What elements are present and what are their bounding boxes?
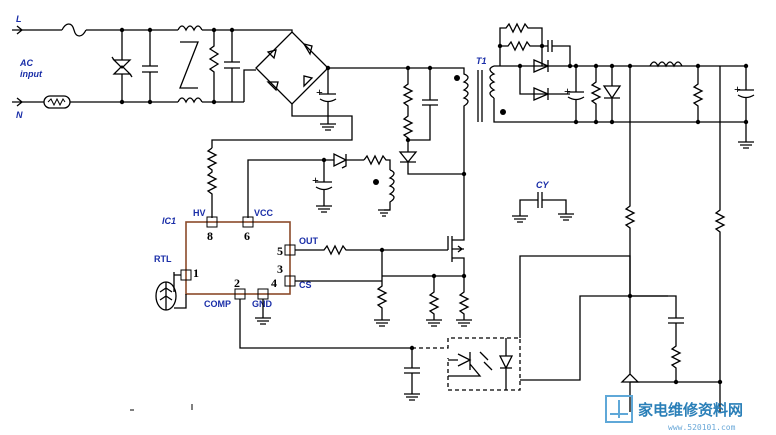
ntc-thermistor xyxy=(43,95,71,109)
mosfet-switch xyxy=(374,236,472,327)
label-hv: HV xyxy=(193,208,206,218)
label-cs: CS xyxy=(299,280,312,290)
optocoupler-feedback xyxy=(404,255,723,412)
svg-text:+: + xyxy=(316,85,323,99)
fuse xyxy=(61,23,87,37)
pin-6-vcc xyxy=(242,216,254,228)
watermark-text: 家电维修资料网 xyxy=(638,401,743,419)
pin-num-2: 2 xyxy=(234,276,240,290)
snubber-network xyxy=(398,65,464,175)
label-ac: AC xyxy=(19,58,33,68)
common-mode-choke-bottom xyxy=(177,97,203,104)
label-rtl: RTL xyxy=(154,254,172,264)
watermark-logo xyxy=(605,395,633,423)
pin-num-1: 1 xyxy=(193,266,199,280)
ic1-controller: IC1 HV VCC OUT CS COMP GND RTL 8 6 5 3 1… xyxy=(154,208,464,349)
svg-text:+: + xyxy=(734,82,741,96)
label-vcc: VCC xyxy=(254,208,274,218)
label-ic1: IC1 xyxy=(162,216,176,226)
ground-symbol xyxy=(320,123,336,131)
label-cy: CY xyxy=(536,180,549,190)
tvs-diode xyxy=(112,59,132,75)
common-mode-choke-top xyxy=(177,25,203,32)
aux-supply: + xyxy=(247,152,395,218)
pin-num-6: 6 xyxy=(244,229,250,243)
label-gnd: GND xyxy=(252,299,273,309)
pin-num-3: 3 xyxy=(277,262,283,276)
bleeder-resistor xyxy=(208,30,220,102)
label-transformer: T1 xyxy=(476,56,487,66)
label-comp: COMP xyxy=(204,299,231,309)
pin-8-hv xyxy=(206,216,218,228)
ac-input-section: L N AC input xyxy=(12,14,256,120)
label-input: input xyxy=(20,69,43,79)
label-line: L xyxy=(16,14,22,24)
watermark: 家电维修资料网 www.520101.com xyxy=(605,395,743,432)
x-capacitor-2 xyxy=(224,30,240,102)
output-inductor xyxy=(649,61,683,68)
bridge-rectifier: + xyxy=(211,29,460,148)
pin-num-5: 5 xyxy=(277,244,283,258)
hv-start-resistors xyxy=(206,147,218,218)
watermark-url: www.520101.com xyxy=(668,423,736,432)
svg-text:+: + xyxy=(564,84,571,98)
transformer-t1: T1 xyxy=(454,56,506,236)
pin-num-4: 4 xyxy=(271,276,277,290)
label-neutral: N xyxy=(16,110,23,120)
pin-num-8: 8 xyxy=(207,229,213,243)
cy-capacitor: CY xyxy=(512,180,574,223)
x-capacitor xyxy=(142,30,158,102)
label-out: OUT xyxy=(299,236,319,246)
secondary-section: + + xyxy=(497,22,755,382)
svg-text:+: + xyxy=(312,173,319,187)
ic1-body xyxy=(185,221,291,295)
